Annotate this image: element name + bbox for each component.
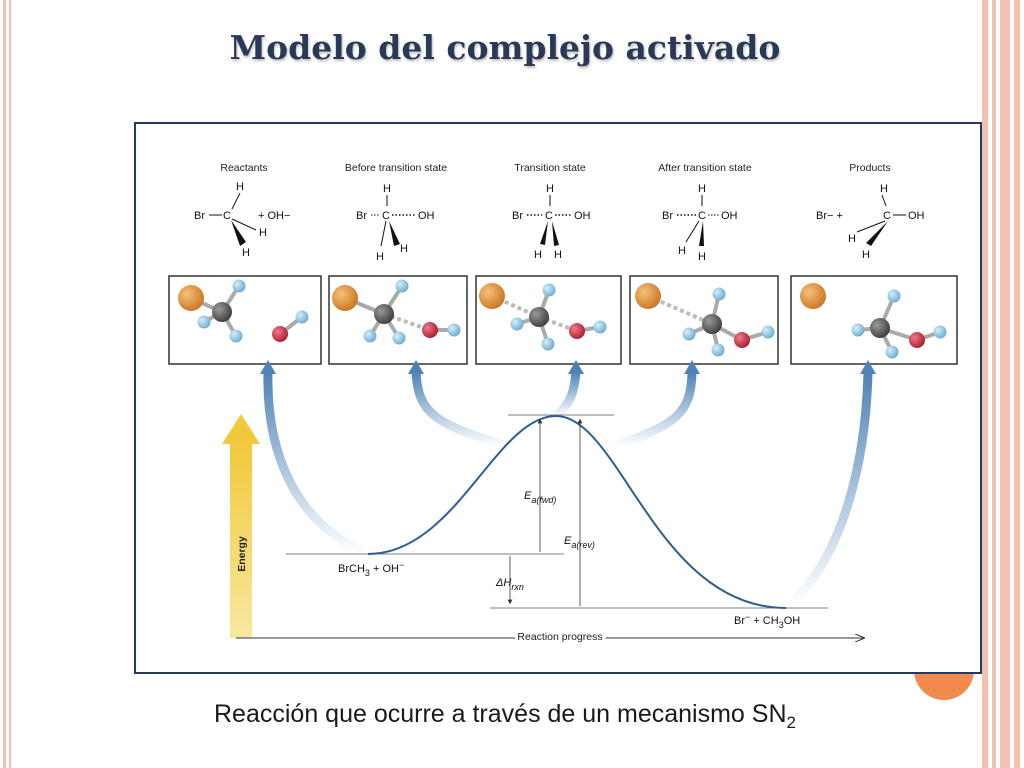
- energy-label: Energy: [236, 536, 248, 572]
- stage-label-products: Products: [849, 162, 890, 174]
- molecule-panel-before-ts: [328, 275, 468, 365]
- svg-text:Br: Br: [662, 210, 673, 222]
- svg-text:C: C: [883, 210, 891, 222]
- delta-h-label: ΔHrxn: [495, 577, 524, 592]
- stage-arrow-heads: [260, 360, 876, 374]
- molecule-panel-after-ts: [629, 275, 779, 365]
- energy-profile-curve: [367, 414, 787, 609]
- reaction-energy-figure: Reactants Before transition state Transi…: [134, 122, 982, 674]
- svg-text:C: C: [698, 210, 706, 222]
- svg-text:Br: Br: [512, 210, 523, 222]
- svg-text:C: C: [223, 210, 231, 222]
- svg-text:H: H: [848, 233, 856, 245]
- svg-text:H: H: [236, 181, 244, 193]
- stage-label-reactants: Reactants: [220, 162, 267, 174]
- svg-text:H: H: [534, 249, 542, 261]
- ea-rev-label: Ea(rev): [564, 535, 595, 550]
- ea-fwd-label: Ea(fwd): [524, 490, 556, 505]
- svg-text:Br: Br: [356, 210, 367, 222]
- svg-text:OH: OH: [908, 210, 925, 222]
- structure-products: Br− + H C OH H H: [816, 183, 925, 261]
- reactants-energy-label: BrCH3 + OH−: [338, 560, 404, 578]
- right-decorative-stripes: [980, 0, 1024, 768]
- structure-after-ts: H Br C OH H H: [662, 183, 738, 263]
- svg-text:H: H: [554, 249, 562, 261]
- svg-text:H: H: [546, 183, 554, 195]
- structure-reactants: H Br C H H + OH−: [194, 181, 290, 259]
- molecule-panel-ts: [475, 275, 622, 365]
- slide-caption: Reacción que ocurre a través de un mecan…: [0, 700, 1010, 733]
- stage-arrows: [263, 367, 873, 609]
- svg-text:+ OH−: + OH−: [258, 210, 290, 222]
- structure-before-ts: H Br C OH H H: [356, 183, 435, 263]
- svg-text:H: H: [383, 183, 391, 195]
- left-decorative-stripe: [0, 0, 14, 768]
- svg-text:OH: OH: [721, 210, 738, 222]
- caption-subscript: 2: [786, 713, 796, 732]
- svg-text:OH: OH: [574, 210, 591, 222]
- svg-text:H: H: [698, 251, 706, 263]
- svg-text:C: C: [382, 210, 390, 222]
- stage-label-ts: Transition state: [514, 162, 586, 174]
- caption-text: Reacción que ocurre a través de un mecan…: [214, 700, 787, 728]
- slide-title: Modelo del complejo activado: [229, 28, 781, 67]
- svg-text:OH: OH: [418, 210, 435, 222]
- svg-text:H: H: [678, 245, 686, 257]
- energy-axis-arrow: Energy: [222, 414, 260, 638]
- svg-text:C: C: [545, 210, 553, 222]
- svg-text:H: H: [259, 227, 267, 239]
- stage-label-after-ts: After transition state: [658, 162, 752, 174]
- svg-text:H: H: [862, 249, 870, 261]
- svg-text:Br− +: Br− +: [816, 210, 843, 222]
- molecule-panel-products: [790, 275, 958, 365]
- svg-text:H: H: [400, 243, 408, 255]
- svg-text:H: H: [698, 183, 706, 195]
- x-axis-label: Reaction progress: [517, 631, 602, 643]
- svg-text:H: H: [242, 247, 250, 259]
- svg-text:H: H: [376, 251, 384, 263]
- svg-text:Br: Br: [194, 210, 205, 222]
- svg-text:H: H: [880, 183, 888, 195]
- stage-label-before-ts: Before transition state: [345, 162, 447, 174]
- molecule-panel-reactants: [168, 275, 322, 365]
- structure-ts: H Br C OH H H: [512, 183, 591, 261]
- products-energy-label: Br− + CH3OH: [734, 612, 800, 630]
